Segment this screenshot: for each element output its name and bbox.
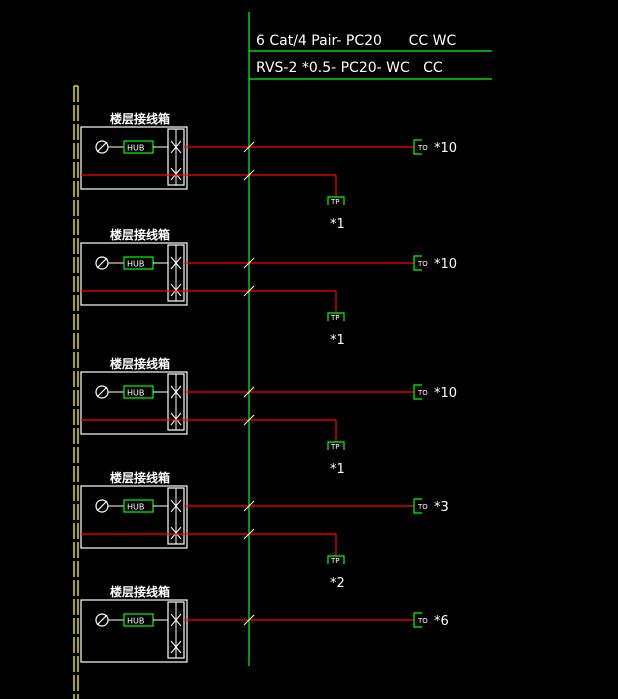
phone-outlet-icon (327, 555, 345, 564)
breaker-slash (96, 257, 108, 269)
patch-x-mark (170, 499, 182, 513)
phone-outlet-icon (327, 441, 345, 450)
phone-outlet-label: TP (330, 557, 340, 565)
data-outlet-icon (413, 255, 422, 271)
phone-outlet-count: *1 (330, 333, 345, 348)
cable-crossing-tick (243, 285, 255, 297)
phone-outlet-icon (327, 312, 345, 321)
floor-distribution-box (80, 599, 188, 663)
legend-row-2: RVS-2 *0.5- PC20- WC CC (256, 60, 443, 76)
breaker-slash (96, 386, 108, 398)
breaker-slash (96, 141, 108, 153)
patch-x-mark (170, 140, 182, 154)
phone-outlet-label: TP (330, 443, 340, 451)
outlet-count: *10 (434, 386, 457, 401)
outlet-label: TO (417, 389, 428, 397)
breaker-slash (96, 500, 108, 512)
patch-x-mark (170, 412, 182, 426)
outlet-label: TO (417, 503, 428, 511)
outlet-label: TO (417, 617, 428, 625)
floor-box-title: 楼层接线箱 (110, 227, 170, 242)
cable-crossing-tick (243, 169, 255, 181)
floor-distribution-box (80, 126, 188, 190)
vertical-riser (73, 85, 79, 699)
floor-section: 楼层接线箱 HUB TO *6 (80, 584, 449, 663)
hub-label: HUB (127, 617, 144, 626)
legend-table: 6 Cat/4 Pair- PC20 CC WC RVS-2 *0.5- PC2… (249, 33, 492, 80)
patch-x-mark (170, 283, 182, 297)
hub-label: HUB (127, 389, 144, 398)
patch-x-mark (170, 640, 182, 654)
patch-x-mark (170, 385, 182, 399)
floor-distribution-box (80, 242, 188, 306)
legend-row-1: 6 Cat/4 Pair- PC20 CC WC (256, 33, 456, 49)
outlet-count: *3 (434, 500, 449, 515)
phone-outlet-count: *2 (330, 576, 345, 591)
outlet-label: TO (417, 144, 428, 152)
data-outlet-icon (413, 498, 422, 514)
data-outlet-icon (413, 612, 422, 628)
outlet-count: *6 (434, 614, 449, 629)
floor-distribution-box (80, 485, 188, 549)
hub-label: HUB (127, 144, 144, 153)
outlet-count: *10 (434, 257, 457, 272)
hub-label: HUB (127, 503, 144, 512)
phone-outlet-icon (327, 196, 345, 205)
data-outlet-icon (413, 139, 422, 155)
patch-x-mark (170, 256, 182, 270)
breaker-slash (96, 614, 108, 626)
patch-x-mark (170, 613, 182, 627)
floor-box-title: 楼层接线箱 (110, 470, 170, 485)
patch-x-mark (170, 526, 182, 540)
phone-outlet-label: TP (330, 198, 340, 206)
outlet-label: TO (417, 260, 428, 268)
floor-section: 楼层接线箱 HUB TO *3TP *2 (80, 470, 449, 591)
cable-crossing-tick (243, 386, 255, 398)
phone-outlet-count: *1 (330, 217, 345, 232)
floor-box-title: 楼层接线箱 (110, 356, 170, 371)
cable-crossing-tick (243, 414, 255, 426)
patch-x-mark (170, 167, 182, 181)
data-outlet-icon (413, 384, 422, 400)
floor-distribution-box (80, 371, 188, 435)
cable-crossing-tick (243, 141, 255, 153)
cable-crossing-tick (243, 614, 255, 626)
hub-label: HUB (127, 260, 144, 269)
outlet-count: *10 (434, 141, 457, 156)
cable-crossing-tick (243, 257, 255, 269)
cable-crossing-tick (243, 500, 255, 512)
phone-outlet-count: *1 (330, 462, 345, 477)
floor-box-title: 楼层接线箱 (110, 111, 170, 126)
cable-crossing-tick (243, 528, 255, 540)
floor-box-title: 楼层接线箱 (110, 584, 170, 599)
phone-outlet-label: TP (330, 314, 340, 322)
